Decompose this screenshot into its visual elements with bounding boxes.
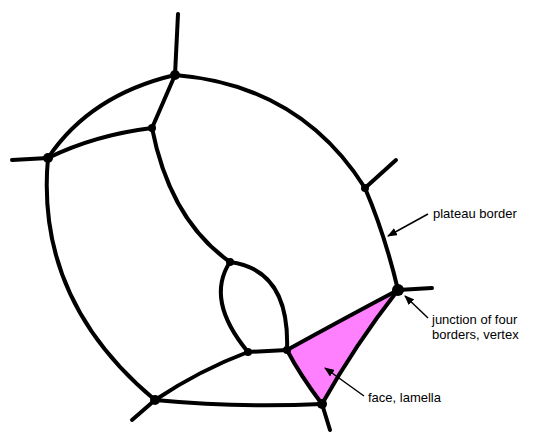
lamella-face bbox=[287, 290, 398, 404]
callout-label: face, lamella bbox=[368, 390, 478, 405]
callout-label: junction of four borders, vertex bbox=[432, 312, 522, 342]
callout-label: plateau border bbox=[433, 206, 538, 221]
leader-arrows bbox=[325, 214, 428, 396]
plateau-borders bbox=[12, 14, 432, 430]
vertex-blobs bbox=[43, 70, 404, 409]
